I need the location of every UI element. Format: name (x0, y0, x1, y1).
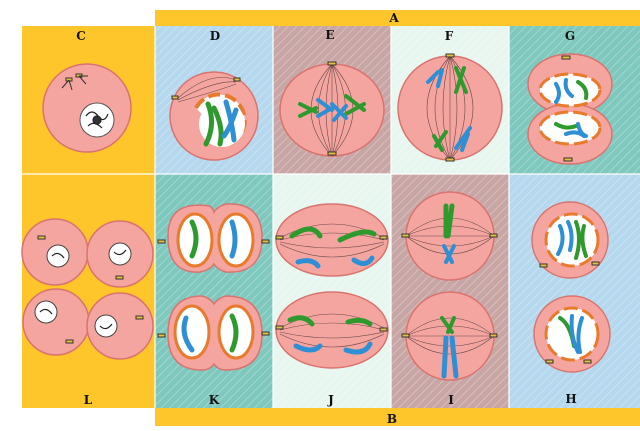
label-j: J (327, 393, 334, 407)
label-c: C (76, 29, 86, 43)
cell-e (279, 61, 385, 157)
cell-j (275, 203, 389, 369)
label-d: D (210, 29, 220, 43)
label-i: I (448, 393, 454, 407)
column-l (22, 174, 155, 408)
band-b (155, 408, 640, 426)
label-g: G (565, 29, 575, 43)
label-b: B (387, 412, 397, 426)
cell-c (42, 63, 132, 153)
label-h: H (565, 392, 576, 406)
label-k: K (209, 393, 220, 407)
cell-g (527, 53, 613, 165)
label-f: F (445, 29, 454, 43)
label-l: L (84, 393, 93, 407)
centrosome-c (61, 73, 88, 91)
label-e: E (325, 28, 334, 42)
cell-h (531, 201, 611, 373)
cell-f (397, 53, 503, 162)
label-a: A (388, 11, 399, 25)
band-a (155, 10, 640, 26)
cell-i (401, 191, 498, 381)
cells-l (21, 218, 154, 360)
cell-k (157, 203, 270, 371)
cell-d (169, 71, 259, 161)
